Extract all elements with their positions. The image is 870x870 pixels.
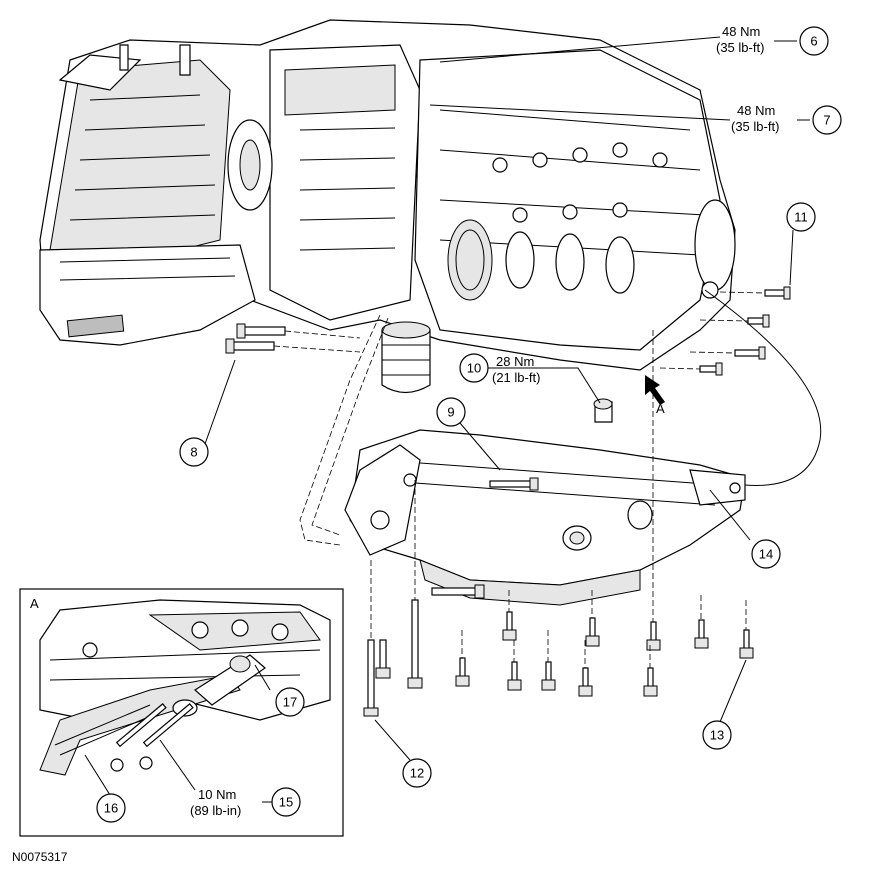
leader-lines bbox=[204, 36, 810, 761]
callout-number: 7 bbox=[823, 113, 830, 128]
torque-15-imp: (89 lb-in) bbox=[190, 803, 241, 818]
callout-number: 6 bbox=[810, 34, 817, 49]
callout-6: 48 Nm (35 lb-ft) 6 bbox=[716, 24, 829, 56]
torque-15-nm: 10 Nm bbox=[198, 787, 236, 802]
view-arrow-a: A bbox=[645, 375, 665, 416]
callout-8: 8 bbox=[179, 437, 209, 467]
engine-block bbox=[39, 19, 736, 394]
bolts-item-11 bbox=[659, 286, 791, 376]
callout-12: 12 bbox=[402, 758, 432, 788]
callout-number: 12 bbox=[410, 766, 424, 781]
oil-transfer-tube bbox=[299, 314, 381, 546]
torque-6-imp: (35 lb-ft) bbox=[716, 40, 764, 55]
callout-number: 14 bbox=[759, 547, 773, 562]
callout-7: 48 Nm (35 lb-ft) 7 bbox=[731, 103, 842, 135]
callout-number: 10 bbox=[467, 361, 481, 376]
figure-id: N0075317 bbox=[12, 850, 68, 864]
bolts-item-13 bbox=[455, 330, 754, 697]
bolt-pan-side bbox=[431, 584, 485, 599]
bolts-item-8 bbox=[225, 323, 361, 354]
callout-number: 13 bbox=[710, 728, 724, 743]
callout-9: 9 bbox=[436, 397, 466, 427]
torque-10-imp: (21 lb-ft) bbox=[492, 370, 540, 385]
torque-6-nm: 48 Nm bbox=[722, 24, 760, 39]
callout-number: 15 bbox=[279, 795, 293, 810]
callout-10: 10 28 Nm (21 lb-ft) bbox=[459, 353, 540, 385]
view-arrow-label: A bbox=[656, 401, 665, 416]
callout-14: 14 bbox=[751, 539, 781, 569]
callout-number: 17 bbox=[283, 695, 297, 710]
oil-transfer-tube-2 bbox=[311, 317, 389, 536]
callout-17: 17 bbox=[275, 687, 305, 717]
torque-7-imp: (35 lb-ft) bbox=[731, 119, 779, 134]
callout-number: 9 bbox=[447, 405, 454, 420]
inset-label: A bbox=[30, 596, 39, 611]
callout-number: 16 bbox=[104, 801, 118, 816]
rear-loop-line bbox=[704, 289, 822, 486]
callout-11: 11 bbox=[786, 202, 816, 232]
callout-13: 13 bbox=[702, 720, 732, 750]
oil-pan bbox=[344, 398, 746, 606]
inset-view-a: A 16 17 10 Nm bbox=[19, 588, 344, 837]
bolts-item-12 bbox=[363, 480, 423, 717]
torque-10-nm: 28 Nm bbox=[496, 354, 534, 369]
callout-15: 10 Nm (89 lb-in) 15 bbox=[190, 787, 301, 818]
callout-number: 8 bbox=[190, 445, 197, 460]
callout-number: 11 bbox=[794, 210, 808, 225]
callout-16: 16 bbox=[96, 793, 126, 823]
torque-7-nm: 48 Nm bbox=[737, 103, 775, 118]
bolt-item-9 bbox=[489, 477, 539, 491]
